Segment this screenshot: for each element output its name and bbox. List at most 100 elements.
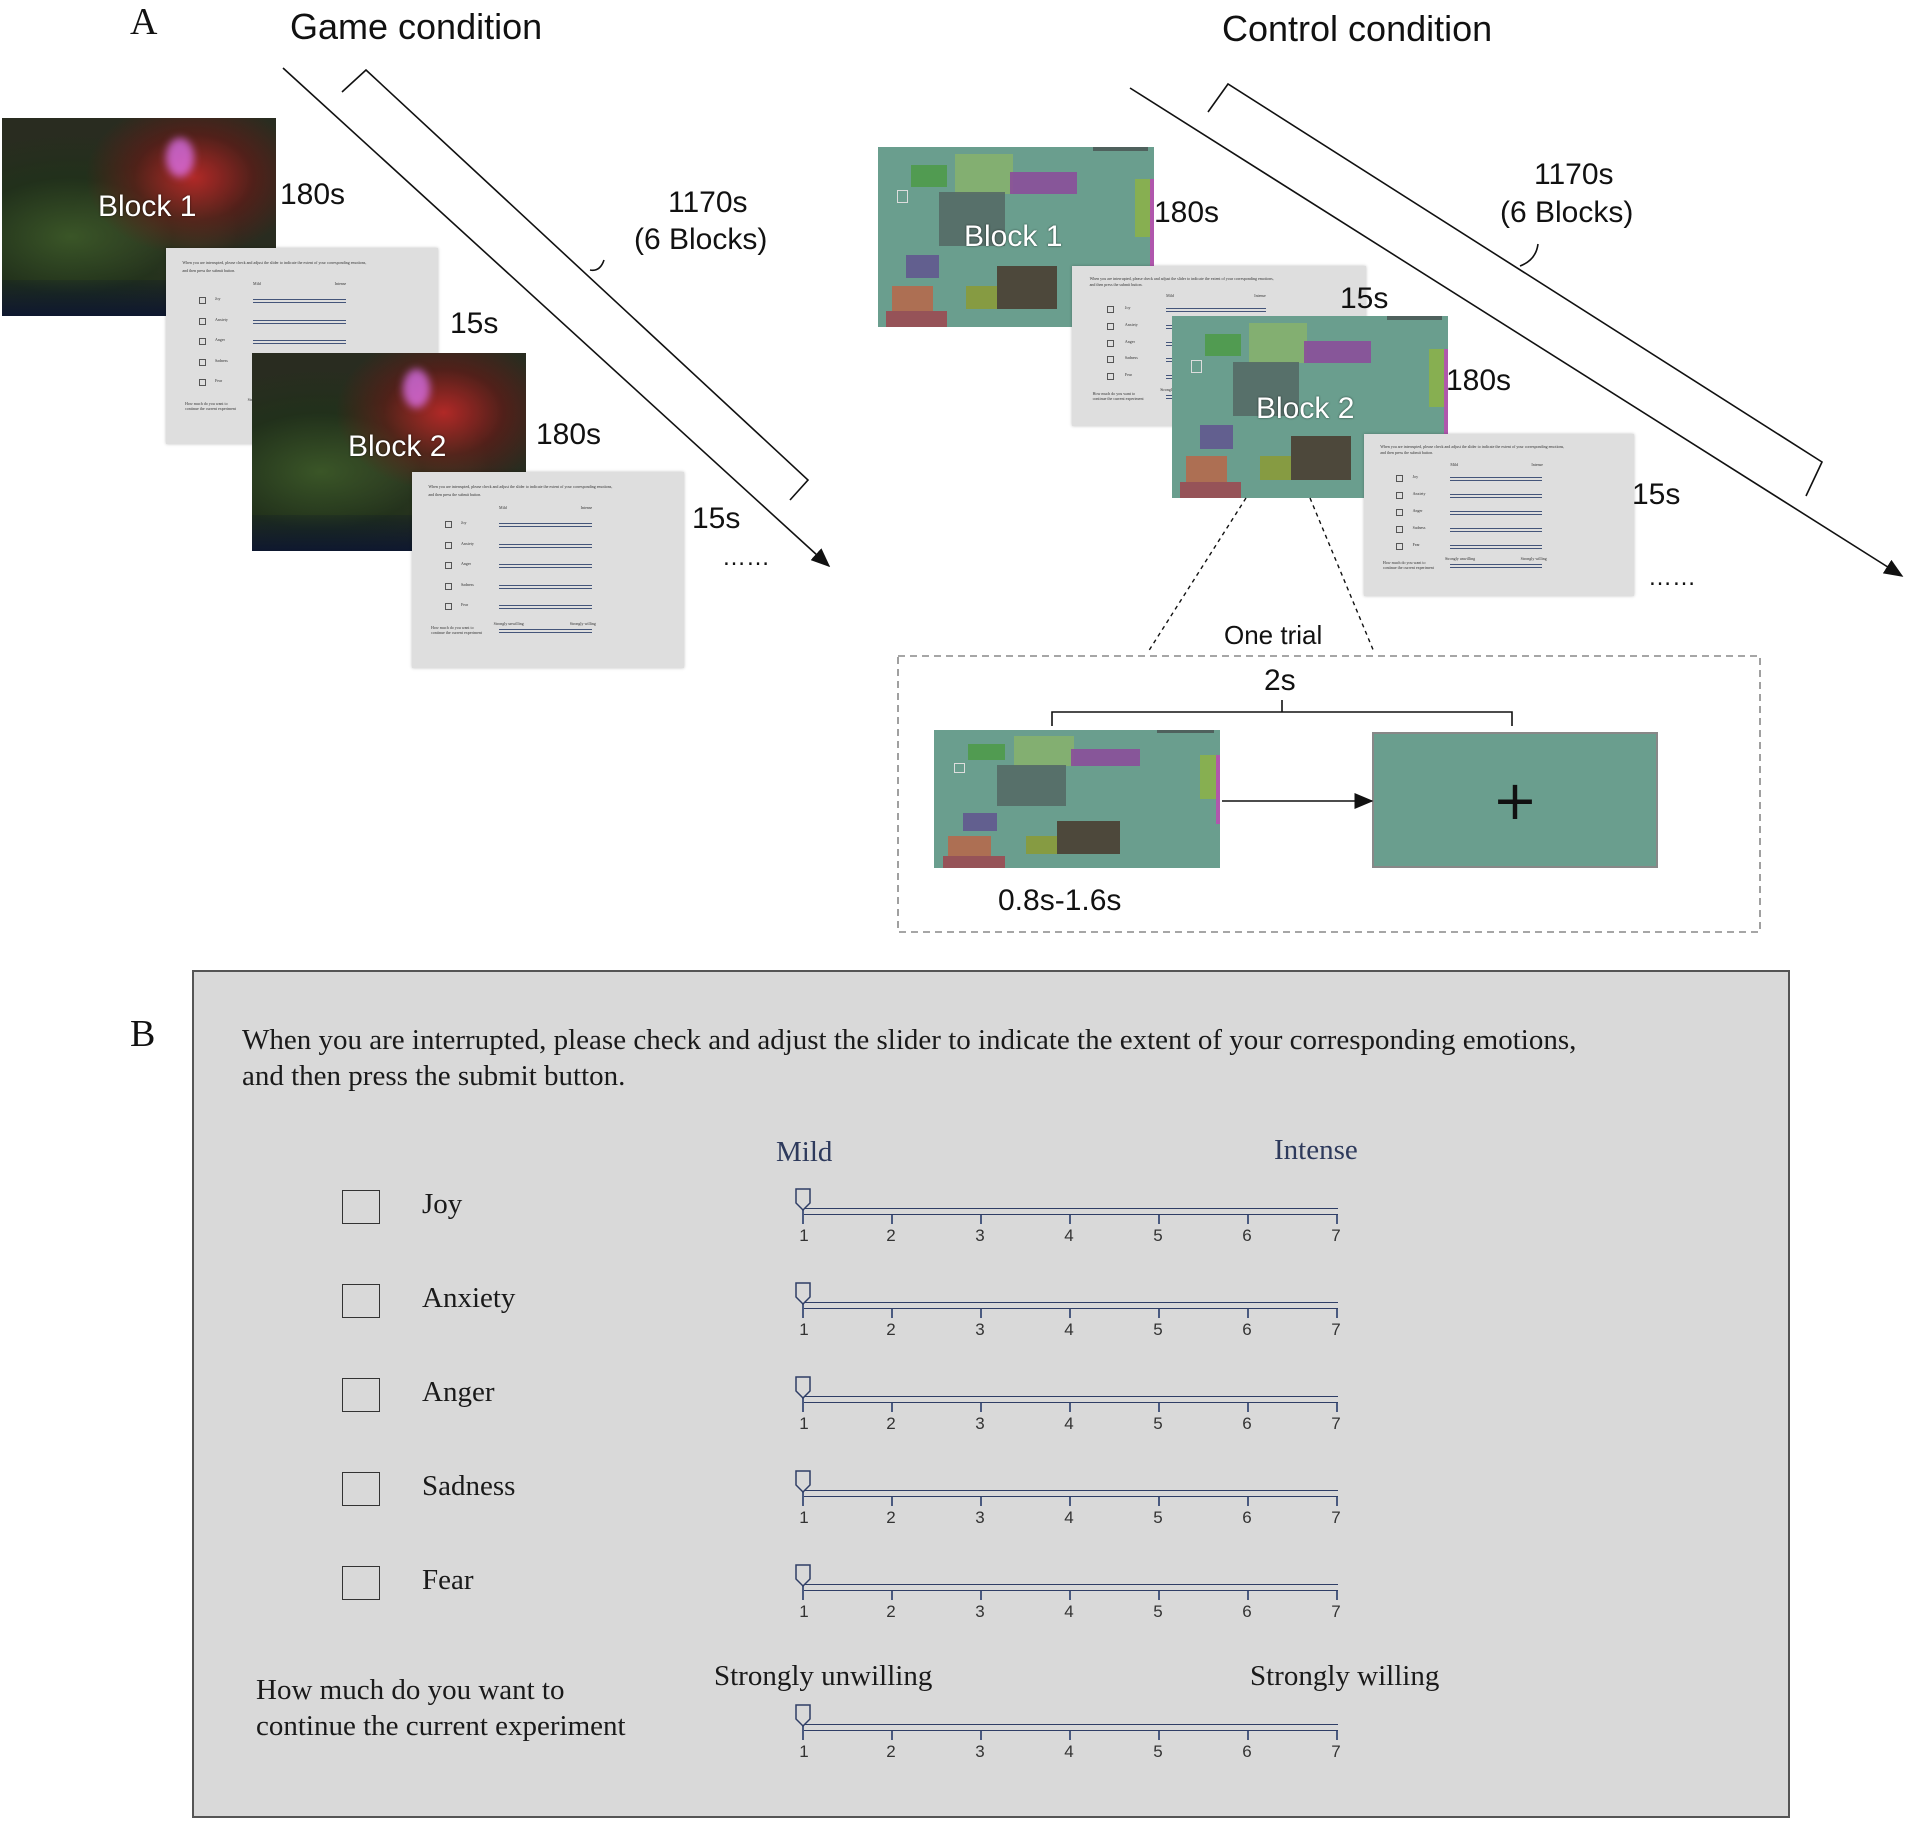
game-total-blocks: (6 Blocks) — [634, 223, 768, 256]
emotion-checkbox-joy[interactable] — [342, 1190, 380, 1224]
slider-tick-label: 5 — [1153, 1320, 1163, 1339]
mini-slider — [499, 605, 592, 610]
instruction-line-1: When you are interrupted, please check a… — [242, 1024, 1577, 1056]
slider-tick — [802, 1578, 804, 1600]
control-block-2-label: Block 2 — [1256, 392, 1355, 425]
emotion-checkbox-fear[interactable] — [342, 1566, 380, 1600]
slider-tick — [891, 1731, 893, 1740]
emotion-label-sadness: Sadness — [422, 1470, 516, 1502]
slider-tick — [802, 1484, 804, 1506]
slider-tick — [980, 1403, 982, 1412]
stimulus-shape — [1071, 749, 1140, 766]
slider-tick — [1069, 1215, 1071, 1224]
slider-tick-label: 4 — [1064, 1414, 1074, 1433]
stimulus-shape — [1185, 456, 1228, 482]
game-block-1-label: Block 1 — [98, 190, 197, 223]
mini-continue-slider — [1450, 564, 1543, 569]
slider-tick — [1158, 1731, 1160, 1740]
slider-tick-label: 7 — [1331, 1602, 1341, 1621]
slider-handle[interactable] — [795, 1188, 811, 1212]
mini-willing: Strongly willing — [569, 620, 596, 626]
slider-tick — [1069, 1309, 1071, 1318]
mini-intense: Intense — [334, 281, 347, 287]
emotion-checkbox-anxiety[interactable] — [342, 1284, 380, 1318]
mini-emotion-label: Fear — [1124, 372, 1133, 378]
stimulus-shape — [996, 265, 1058, 309]
emotion-checkbox-sadness[interactable] — [342, 1472, 380, 1506]
mini-emotion-label: Anxiety — [1412, 490, 1426, 496]
slider-tick-label: 7 — [1331, 1320, 1341, 1339]
mini-checkbox — [1396, 491, 1404, 499]
stimulus-duration-label: 0.8s-1.6s — [998, 884, 1122, 917]
slider-handle[interactable] — [795, 1704, 811, 1728]
control-block-1-duration: 180s — [1154, 196, 1220, 229]
slider-tick — [1247, 1403, 1249, 1412]
mini-emotion-label: Sadness — [214, 357, 228, 363]
slider-track — [802, 1302, 1338, 1309]
slider-tick-label: 6 — [1242, 1742, 1252, 1761]
slider-tick-label: 4 — [1064, 1320, 1074, 1339]
mini-intense: Intense — [1531, 461, 1543, 467]
slider-tick-label: 3 — [975, 1320, 985, 1339]
slider-tick-label: 6 — [1242, 1320, 1252, 1339]
one-trial-label: One trial — [1224, 620, 1323, 650]
slider-handle[interactable] — [795, 1470, 811, 1494]
slider-tick — [980, 1497, 982, 1506]
mini-slider — [499, 543, 592, 548]
slider-tick — [1247, 1591, 1249, 1600]
game-block-2-duration: 180s — [536, 418, 602, 451]
mini-instruction: When you are interrupted, please check a… — [1089, 275, 1274, 281]
mini-slider — [499, 564, 592, 569]
slider-tick — [1247, 1309, 1249, 1318]
slider-tick — [891, 1403, 893, 1412]
stimulus-shape — [1010, 172, 1077, 194]
slider-handle[interactable] — [795, 1376, 811, 1400]
slider-tick — [980, 1309, 982, 1318]
stimulus-small-square — [897, 190, 908, 203]
emotion-checkbox-anger[interactable] — [342, 1378, 380, 1412]
slider-tick — [1336, 1731, 1338, 1740]
questionnaire-panel: When you are interrupted, please check a… — [192, 970, 1790, 1818]
stimulus-shape — [1260, 456, 1291, 480]
slider-tick — [891, 1215, 893, 1224]
stimulus-shape — [1304, 341, 1371, 364]
mini-slider — [1450, 493, 1543, 498]
slider-tick — [1247, 1731, 1249, 1740]
mini-slider — [499, 584, 592, 589]
zoom-line-left — [1147, 497, 1247, 653]
mini-checkbox — [444, 521, 452, 528]
stimulus-shape — [1157, 730, 1215, 733]
slider-tick-label: 2 — [886, 1508, 896, 1527]
slider-tick — [1247, 1215, 1249, 1224]
mini-instruction: When you are interrupted, please check a… — [1380, 443, 1565, 449]
slider-tick-label: 2 — [886, 1226, 896, 1245]
slider-tick — [891, 1497, 893, 1506]
slider-handle[interactable] — [795, 1564, 811, 1588]
stimulus-shape — [1232, 361, 1299, 417]
control-condition-title: Control condition — [1222, 8, 1493, 49]
stimulus-shape — [1149, 179, 1154, 270]
slider-handle[interactable] — [795, 1282, 811, 1306]
stimulus-shape — [1428, 348, 1446, 407]
slider-tick-label: 3 — [975, 1508, 985, 1527]
mini-emotion-label: Anxiety — [214, 316, 228, 322]
mini-emotion-label: Joy — [1412, 473, 1419, 479]
slider-tick — [1336, 1591, 1338, 1600]
slider-tick-label: 6 — [1242, 1508, 1252, 1527]
slider-track — [802, 1490, 1338, 1497]
trial-brace — [1051, 700, 1513, 726]
mini-emotion-label: Anxiety — [460, 540, 474, 546]
stimulus-shape — [1215, 754, 1220, 824]
game-ellipsis: …… — [722, 544, 770, 571]
game-condition-title: Game condition — [290, 6, 543, 47]
slider-tick — [1336, 1403, 1338, 1412]
mini-continue-question: continue the current experiment — [1382, 565, 1434, 571]
slider-tick — [1069, 1403, 1071, 1412]
